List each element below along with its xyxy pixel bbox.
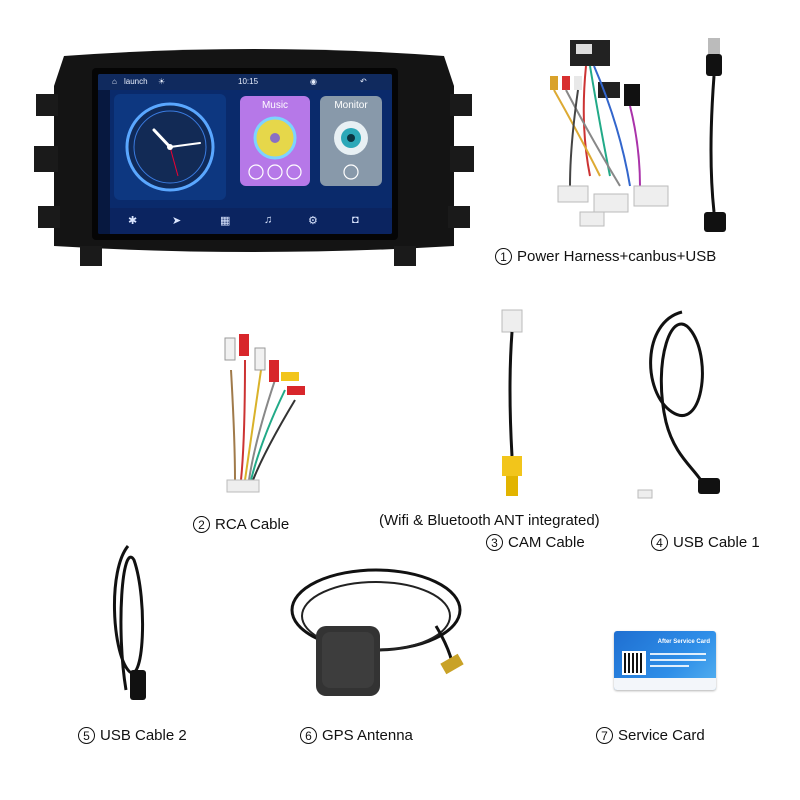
item-caption-3: 3 CAM Cable xyxy=(486,534,585,551)
qr-code-icon xyxy=(622,651,646,675)
cam-cable-image xyxy=(501,309,523,496)
item-label-3: CAM Cable xyxy=(508,534,585,551)
apps-grid-icon[interactable]: ▦ xyxy=(220,215,231,227)
gps-antenna-image xyxy=(290,568,464,696)
item-label-1: Power Harness+canbus+USB xyxy=(517,248,717,265)
item-label-6: GPS Antenna xyxy=(322,727,413,744)
camera-icon[interactable]: ◘ xyxy=(352,214,359,226)
bottom-dock: ✱ ➤ ▦ ♫ ⚙ ◘ xyxy=(110,208,392,234)
music-disc-icon xyxy=(248,116,302,180)
service-card-image: After Service Card xyxy=(614,631,716,690)
side-button-column xyxy=(98,90,110,234)
monitor-tile[interactable]: Monitor xyxy=(320,96,382,186)
service-card-footer xyxy=(614,678,716,690)
clock-widget[interactable] xyxy=(114,94,226,200)
item-number-2: 2 xyxy=(193,516,210,533)
settings-gear-icon[interactable]: ⚙ xyxy=(308,215,318,227)
item-label-7: Service Card xyxy=(618,727,705,744)
monitor-tile-label: Monitor xyxy=(334,100,368,111)
launcher-label: launch xyxy=(124,77,148,86)
item-number-1: 1 xyxy=(495,248,512,265)
item-number-7: 7 xyxy=(596,727,613,744)
wifi-icon: ◉ xyxy=(310,77,317,86)
item-caption-4: 4 USB Cable 1 xyxy=(651,534,760,551)
power-harness-image xyxy=(550,40,669,227)
item-caption-2: 2 RCA Cable xyxy=(193,516,289,533)
cam-cable-note: (Wifi & Bluetooth ANT integrated) xyxy=(379,512,600,529)
brightness-icon[interactable]: ☀ xyxy=(158,77,166,86)
home-icon[interactable]: ⌂ xyxy=(112,77,117,86)
head-unit-screen: ⌂ launch ☀ 10:15 ◉ ↶ Music xyxy=(98,74,392,234)
head-unit: ⌂ launch ☀ 10:15 ◉ ↶ Music xyxy=(34,46,474,268)
usb-cable-1-image xyxy=(637,310,720,499)
rca-cable-image xyxy=(224,334,305,493)
music-tile-label: Music xyxy=(261,100,289,111)
camera-lens-icon xyxy=(334,121,368,180)
music-tile[interactable]: Music xyxy=(240,96,310,186)
status-clock: 10:15 xyxy=(238,77,259,86)
service-card-title: After Service Card xyxy=(657,639,710,645)
item-label-2: RCA Cable xyxy=(215,516,290,533)
music-note-icon[interactable]: ♫ xyxy=(264,214,273,226)
analog-clock-icon xyxy=(125,102,215,192)
item-caption-5: 5 USB Cable 2 xyxy=(78,727,187,744)
item-number-4: 4 xyxy=(651,534,668,551)
status-bar: ⌂ launch ☀ 10:15 ◉ ↶ xyxy=(98,74,392,90)
item-caption-6: 6 GPS Antenna xyxy=(300,727,413,744)
item-number-6: 6 xyxy=(300,727,317,744)
usb-cable-2-image xyxy=(113,545,146,700)
item-label-4: USB Cable 1 xyxy=(673,534,760,551)
service-card-text-lines xyxy=(650,653,706,671)
item-caption-7: 7 Service Card xyxy=(596,727,705,744)
harness-usb-cable-image xyxy=(704,38,726,232)
bluetooth-icon[interactable]: ✱ xyxy=(128,215,138,227)
navigation-icon[interactable]: ➤ xyxy=(172,215,182,227)
item-label-5: USB Cable 2 xyxy=(100,727,187,744)
item-number-5: 5 xyxy=(78,727,95,744)
back-icon[interactable]: ↶ xyxy=(360,77,367,86)
item-caption-1: 1 Power Harness+canbus+USB xyxy=(495,248,716,265)
item-number-3: 3 xyxy=(486,534,503,551)
